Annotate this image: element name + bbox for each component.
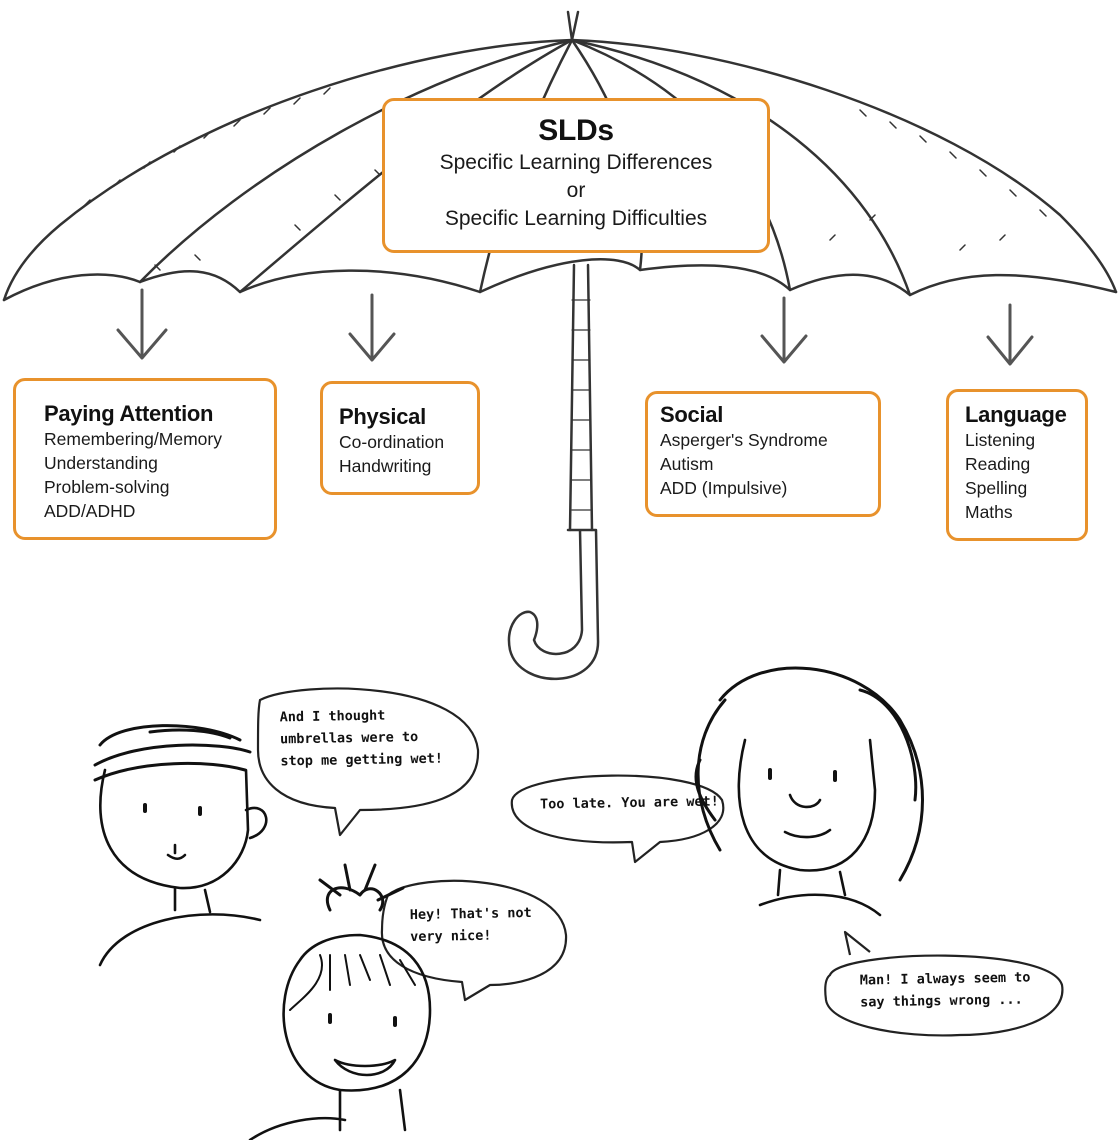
slds-subtitle-difficulties: Specific Learning Difficulties [444,207,708,230]
speech-line: Hey! That's not [409,904,532,924]
category-item: Reading [965,454,1031,474]
speech-line: very nice! [410,927,492,946]
arrow-physical [348,293,396,362]
category-box-physical: Physical Co-ordination Handwriting [320,381,480,495]
category-item: Understanding [44,453,158,473]
arrow-language [986,303,1034,366]
boy-character [93,724,268,967]
speech-girl-curly: Too late. You are wet! [540,790,719,815]
speech-line: say things wrong ... [860,991,1023,1011]
category-title: Physical [339,404,426,429]
category-item: Problem-solving [44,477,170,497]
category-item: Listening [965,430,1036,450]
canopy-rib [570,38,912,297]
umbrella-handle [507,528,600,680]
canopy-hem [2,258,1118,302]
arrow-social [760,296,808,364]
speech-line: And I thought [279,707,386,726]
category-item: Spelling [965,478,1028,498]
speech-bubbles [256,687,1064,1037]
category-title: Social [660,402,724,427]
arrow-attention [116,288,168,360]
slds-title-box: SLDs Specific Learning Differences or Sp… [382,98,770,253]
slds-subtitle-or: or [566,179,586,202]
bubble-girl-curly [510,774,725,864]
category-title: Paying Attention [44,401,214,426]
bubble-boy [256,687,480,837]
speech-boy: And I thought umbrellas were to stop me … [279,704,443,773]
speech-reply: Man! I always seem to say things wrong .… [860,967,1031,1014]
category-box-language: Language Listening Reading Spelling Math… [946,389,1088,541]
arrows [116,288,1034,366]
girl-curly-character [694,666,924,917]
speech-girl-bun: Hey! That's not very nice! [410,902,533,948]
speech-line: umbrellas were to [279,729,419,748]
category-item: Remembering/Memory [44,429,222,449]
bubble-reply [824,930,1064,1037]
speech-line: stop me getting wet! [280,750,444,770]
speech-line: Man! I always seem to [859,969,1031,989]
category-item: Co-ordination [339,432,445,452]
bubble-girl-bun [380,879,568,1002]
slds-subtitle-differences: Specific Learning Differences [439,151,713,174]
girl-bun-character [248,863,432,1140]
speech-line: Too late. You are wet! [539,793,719,813]
category-item: ADD/ADHD [44,501,136,521]
canopy-rib [138,38,574,284]
slds-title: SLDs [538,114,614,147]
category-item: Asperger's Syndrome [660,430,828,450]
category-item: Autism [660,454,714,474]
category-item: Handwriting [339,456,432,476]
category-box-paying-attention: Paying Attention Remembering/Memory Unde… [13,378,277,540]
category-item: Maths [965,502,1013,522]
umbrella-tip [566,10,580,42]
category-title: Language [965,402,1067,427]
umbrella-shaft [507,263,600,680]
category-box-social: Social Asperger's Syndrome Autism ADD (I… [645,391,881,517]
category-item: ADD (Impulsive) [660,478,788,498]
